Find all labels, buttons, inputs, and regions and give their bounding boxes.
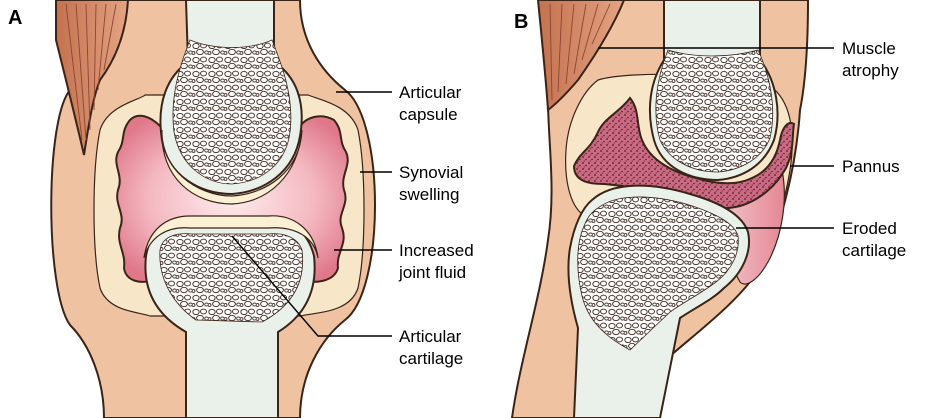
panel-a-letter: A bbox=[8, 7, 22, 29]
label-synovial-swelling: Synovial swelling bbox=[399, 163, 468, 204]
label-articular-cartilage: Articular cartilage bbox=[399, 327, 466, 368]
panel-b: B Muscle atrophy Pannus Eroded cartilage bbox=[512, 0, 906, 418]
label-increased-joint-fluid: Increased joint fluid bbox=[398, 241, 478, 282]
upper-spongy-bone-a bbox=[173, 40, 291, 184]
label-eroded-cartilage: Eroded cartilage bbox=[842, 219, 906, 260]
label-articular-capsule: Articular capsule bbox=[399, 83, 466, 124]
panel-a: A Articular capsule Synovial swelling In… bbox=[8, 0, 478, 418]
label-pannus: Pannus bbox=[842, 157, 900, 176]
upper-spongy-bone-b bbox=[656, 50, 773, 172]
panel-b-letter: B bbox=[514, 11, 528, 33]
label-muscle-atrophy: Muscle atrophy bbox=[842, 39, 901, 80]
